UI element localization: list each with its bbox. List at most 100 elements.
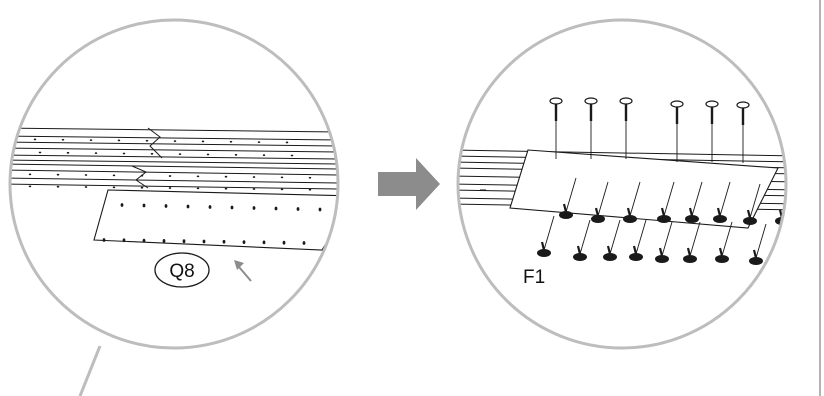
screw-guide-line — [689, 221, 701, 257]
screw-head — [685, 215, 699, 223]
screw-icon — [619, 97, 633, 159]
screw-shank — [576, 245, 582, 255]
screw-head — [713, 215, 727, 223]
screw-icon — [715, 221, 733, 263]
screw-head — [705, 100, 719, 108]
rail-hole — [280, 188, 284, 191]
screw-guide-line — [635, 219, 647, 255]
right-arrow-icon — [378, 158, 440, 210]
plate-hole — [202, 239, 206, 244]
screw-guide-line — [691, 181, 703, 217]
screw-icon — [743, 183, 761, 225]
rail-hole — [140, 186, 144, 189]
screw-shank — [686, 247, 692, 257]
screw-head — [683, 255, 697, 263]
left-detail-circle — [8, 18, 340, 350]
rail-hole — [262, 154, 266, 157]
screw-guide-line — [719, 181, 731, 217]
bottom-screws — [537, 177, 786, 265]
rail-hole — [234, 153, 238, 156]
rail-hole — [122, 152, 126, 155]
rail-hole — [224, 175, 228, 178]
screw-shank — [562, 203, 568, 213]
plate-hole — [182, 239, 186, 244]
rail-hole — [140, 174, 144, 177]
screw-head — [591, 215, 605, 223]
screw-shank — [594, 207, 600, 217]
rail-hole — [224, 187, 228, 190]
plate-hole — [122, 238, 126, 243]
plate-hole — [282, 240, 286, 245]
plate-hole — [302, 241, 306, 245]
screw-icon — [713, 181, 731, 223]
screw-head — [584, 97, 598, 105]
screw-guide-line — [663, 181, 675, 217]
q8-label: Q8 — [169, 261, 194, 282]
leader-line — [78, 345, 102, 396]
screw-icon — [591, 181, 609, 223]
screw-head — [736, 101, 750, 109]
plate-hole — [142, 238, 146, 243]
screw-shank — [540, 241, 546, 251]
rail-hole — [201, 140, 205, 143]
screw-guide-line — [721, 221, 733, 257]
small-arrow-icon — [234, 260, 252, 282]
rail-hole — [28, 185, 32, 188]
rail-hole — [196, 175, 200, 178]
top-screws — [549, 97, 750, 163]
screw-shank — [632, 245, 638, 255]
upper-rail — [10, 127, 338, 165]
screw-head — [749, 257, 763, 265]
rail-hole — [285, 141, 289, 144]
plate-hole — [102, 238, 106, 242]
screw-icon — [655, 221, 673, 263]
rail-hole — [150, 152, 154, 155]
screw-shank — [752, 249, 758, 259]
rail-hole — [206, 153, 210, 156]
plate-hole — [164, 204, 168, 208]
rail-hole — [178, 153, 182, 156]
plate-hole — [262, 240, 266, 245]
screw-head — [537, 249, 551, 257]
screw-icon — [629, 219, 647, 261]
plate-hole — [186, 204, 190, 209]
rail-hole — [112, 186, 116, 189]
rail-hole — [33, 138, 37, 141]
screw-shank — [746, 209, 752, 219]
screw-head — [623, 215, 637, 223]
screw-head — [619, 97, 633, 105]
rail-hole — [308, 176, 312, 179]
plate-hole — [341, 208, 344, 212]
screw-icon — [683, 221, 701, 263]
plate-hole — [208, 205, 212, 209]
f1-label: F1 — [523, 267, 545, 288]
rail-hole — [252, 176, 256, 178]
screw-icon — [736, 101, 750, 163]
rail-hole — [38, 151, 42, 154]
left-detail-view: Q8 — [8, 18, 344, 396]
rail-hole — [66, 151, 70, 154]
screw-icon — [603, 219, 621, 261]
plate-hole — [252, 206, 256, 210]
screw-shank — [660, 207, 666, 217]
screw-icon — [623, 181, 641, 223]
rail-hole — [145, 139, 149, 142]
screw-head — [573, 253, 587, 261]
rail-hole — [290, 154, 294, 157]
right-detail-view: F1 — [456, 18, 788, 350]
right-rail-assembly — [458, 97, 786, 265]
screw-guide-line — [629, 181, 641, 217]
plate-hole — [242, 240, 246, 245]
q8-callout — [154, 252, 210, 288]
right-detail-circle — [456, 18, 788, 350]
screw-guide-line — [543, 215, 555, 251]
screw-icon — [584, 97, 598, 159]
screw-guide-line — [579, 219, 591, 255]
rail-hole — [112, 174, 116, 177]
rail-hole — [168, 187, 172, 189]
rail-hole — [308, 188, 312, 191]
screw-shank — [606, 245, 612, 255]
rail-hole — [280, 176, 284, 179]
screw-head — [549, 97, 563, 105]
